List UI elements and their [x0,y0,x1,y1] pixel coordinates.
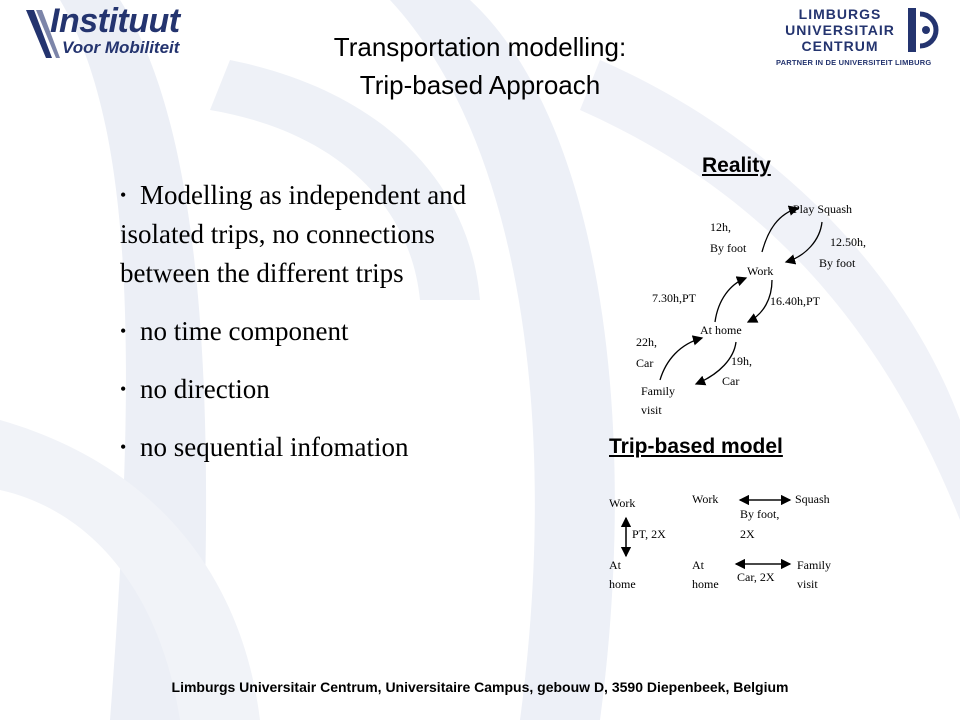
luc-emblem-icon [908,8,939,52]
arrow-visit-to-home [659,335,704,381]
trip-2x: 2X [740,527,755,541]
arrow-home-to-visit [694,341,737,386]
logo-luc-line-1: LIMBURGS [798,6,882,22]
trip-model-heading: Trip-based model [609,435,783,458]
reality-car-1: Car [636,356,654,370]
reality-car-2: Car [722,374,740,388]
trip-home-mid: home [692,577,719,591]
reality-12h: 12h, [710,220,731,234]
trip-by-foot: By foot, [740,507,780,521]
trip-family: Family [797,558,832,572]
reality-play-squash: Play Squash [793,202,853,216]
trip-work-mid: Work [692,492,719,506]
arrow-work-to-home [746,279,773,323]
logo-luc-line-2: UNIVERSITAIR [785,22,895,38]
trip-visit: visit [797,577,818,591]
instituut-logo: Instituut Voor Mobiliteit [22,2,212,64]
reality-730h: 7.30h,PT [652,291,697,305]
title-line-1: Transportation modelling: [333,32,627,62]
trip-squash: Squash [795,492,830,506]
logo-luc-tagline: PARTNER IN DE UNIVERSITEIT LIMBURG [776,58,932,67]
trip-at-left: At [609,558,621,572]
reality-by-foot-1: By foot [710,241,747,255]
trip-home-left: home [609,577,636,591]
diagram-arrows [620,205,823,570]
luc-logo: LIMBURGS UNIVERSITAIR CENTRUM PARTNER IN… [776,6,946,72]
reality-family: Family [641,384,676,398]
arrow-home-to-work [714,276,748,323]
bullet-item: •no direction [120,374,270,404]
slide-title: Transportation modelling: Trip-based App… [230,28,730,104]
logo-instituut-text: Instituut [50,2,180,40]
title-line-2: Trip-based Approach [359,70,601,100]
logo-luc-line-3: CENTRUM [801,38,879,54]
reality-19h: 19h, [731,354,752,368]
bullet-item: •Modelling as independent and isolated t… [120,180,467,288]
logo-mobiliteit-text: Voor Mobiliteit [62,38,180,57]
arrow-squash-to-work [784,221,823,265]
footer-address: Limburgs Universitair Centrum, Universit… [171,679,789,695]
logo-swoosh-icon [26,10,60,58]
reality-heading: Reality [702,154,771,177]
bullet-list: •Modelling as independent and isolated t… [120,176,500,486]
trip-car-2x: Car, 2X [737,570,775,584]
trip-work-left: Work [609,496,636,510]
reality-work: Work [747,264,774,278]
bullet-item: •no time component [120,316,349,346]
trip-pt-2x: PT, 2X [632,527,666,541]
reality-visit: visit [641,403,662,417]
bullet-item: •no sequential infomation [120,432,409,462]
reality-22h: 22h, [636,335,657,349]
arrow-work-to-squash [761,205,800,253]
reality-1640h: 16.40h,PT [770,294,821,308]
trip-at-mid: At [692,558,704,572]
reality-1250h: 12.50h, [830,235,866,249]
reality-at-home: At home [700,323,742,337]
reality-by-foot-2: By foot [819,256,856,270]
